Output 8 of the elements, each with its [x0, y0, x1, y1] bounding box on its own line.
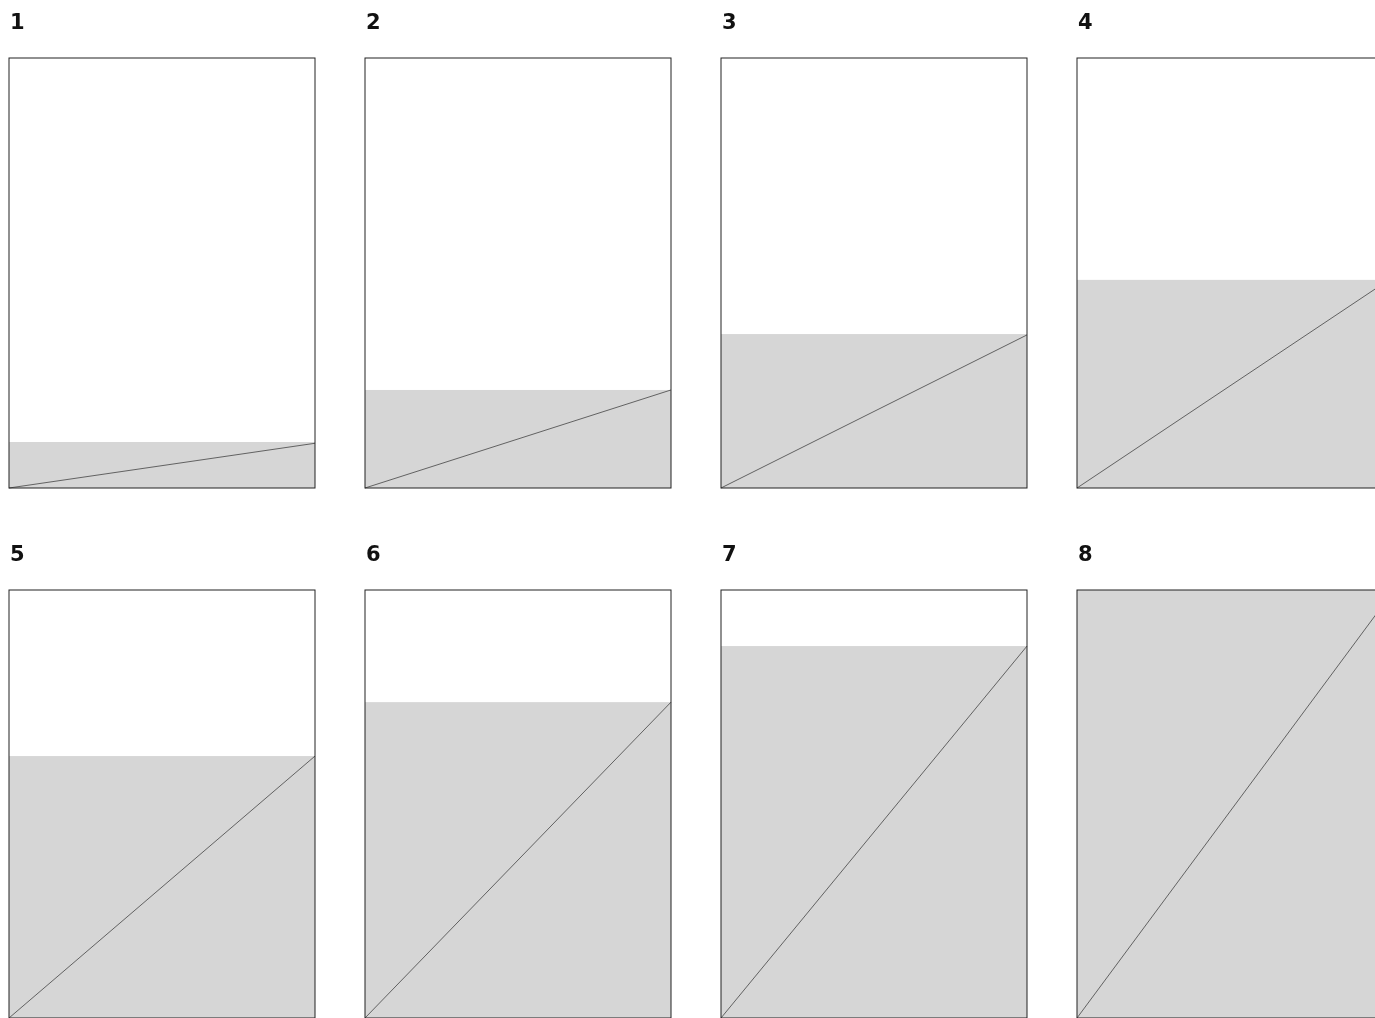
panel-number: 5 — [10, 542, 25, 566]
panel-number: 1 — [10, 10, 25, 34]
panel-number: 8 — [1078, 542, 1093, 566]
panel-number: 6 — [366, 542, 381, 566]
panel-number: 7 — [722, 542, 737, 566]
panel-number: 3 — [722, 10, 737, 34]
panel-number: 4 — [1078, 10, 1093, 34]
panel-number: 2 — [366, 10, 381, 34]
